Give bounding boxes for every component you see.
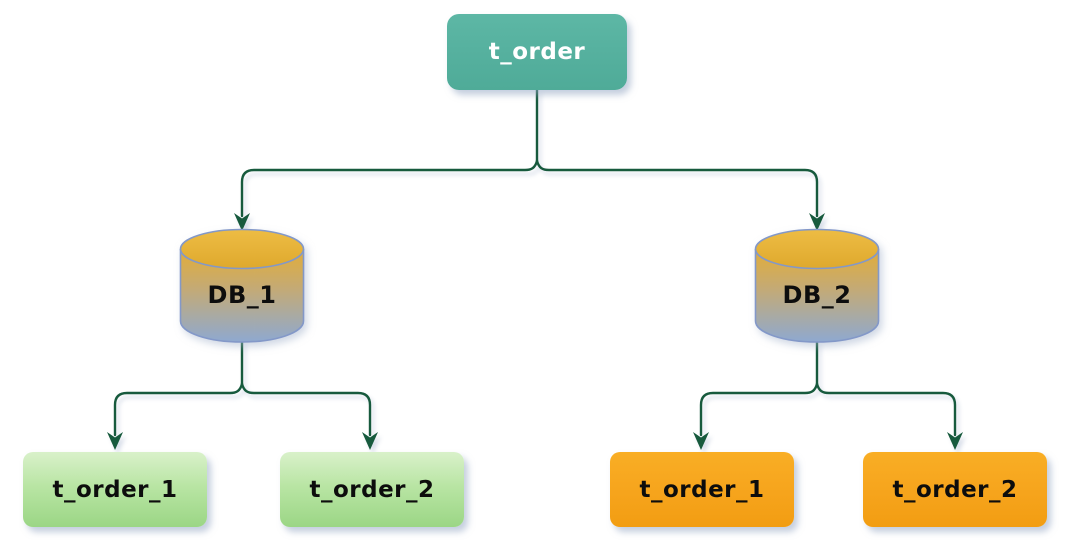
table-node-db1-t2: t_order_2: [280, 452, 464, 527]
db2-label: DB_2: [782, 281, 852, 309]
arrowhead-t2-right: [947, 432, 963, 450]
connector-db1-to-t1: [113, 382, 244, 437]
table-label: t_order_2: [892, 476, 1018, 503]
db2-node: DB_2: [754, 228, 880, 343]
connector-root-to-db2: [535, 159, 819, 218]
table-label: t_order_1: [639, 476, 765, 503]
cylinder-body: [179, 249, 305, 343]
arrowhead-db2: [809, 213, 825, 231]
cylinder-top: [754, 228, 880, 270]
table-label: t_order_2: [309, 476, 435, 503]
table-node-db1-t1: t_order_1: [23, 452, 207, 527]
connector-root-to-db1: [240, 159, 539, 218]
arrowhead-t1-left: [107, 432, 123, 450]
connector-db1-to-t2: [240, 382, 372, 437]
arrowhead-group: [107, 213, 963, 450]
connector-line-group: [113, 88, 957, 437]
connector-db2-to-t2: [815, 382, 957, 437]
root-table-label: t_order: [488, 39, 586, 65]
root-table-node: t_order: [447, 14, 627, 90]
table-node-db2-t2: t_order_2: [863, 452, 1047, 527]
arrowhead-db1: [234, 213, 250, 231]
table-node-db2-t1: t_order_1: [610, 452, 794, 527]
table-label: t_order_1: [52, 476, 178, 503]
cylinder-top: [179, 228, 305, 270]
arrowhead-t2-left: [362, 432, 378, 450]
database-cylinder-icon: [754, 228, 880, 343]
arrowhead-t1-right: [693, 432, 709, 450]
db1-node: DB_1: [179, 228, 305, 343]
db1-label: DB_1: [207, 281, 277, 309]
database-cylinder-icon: [179, 228, 305, 343]
cylinder-body: [754, 249, 880, 343]
connector-db2-to-t1: [699, 382, 819, 437]
